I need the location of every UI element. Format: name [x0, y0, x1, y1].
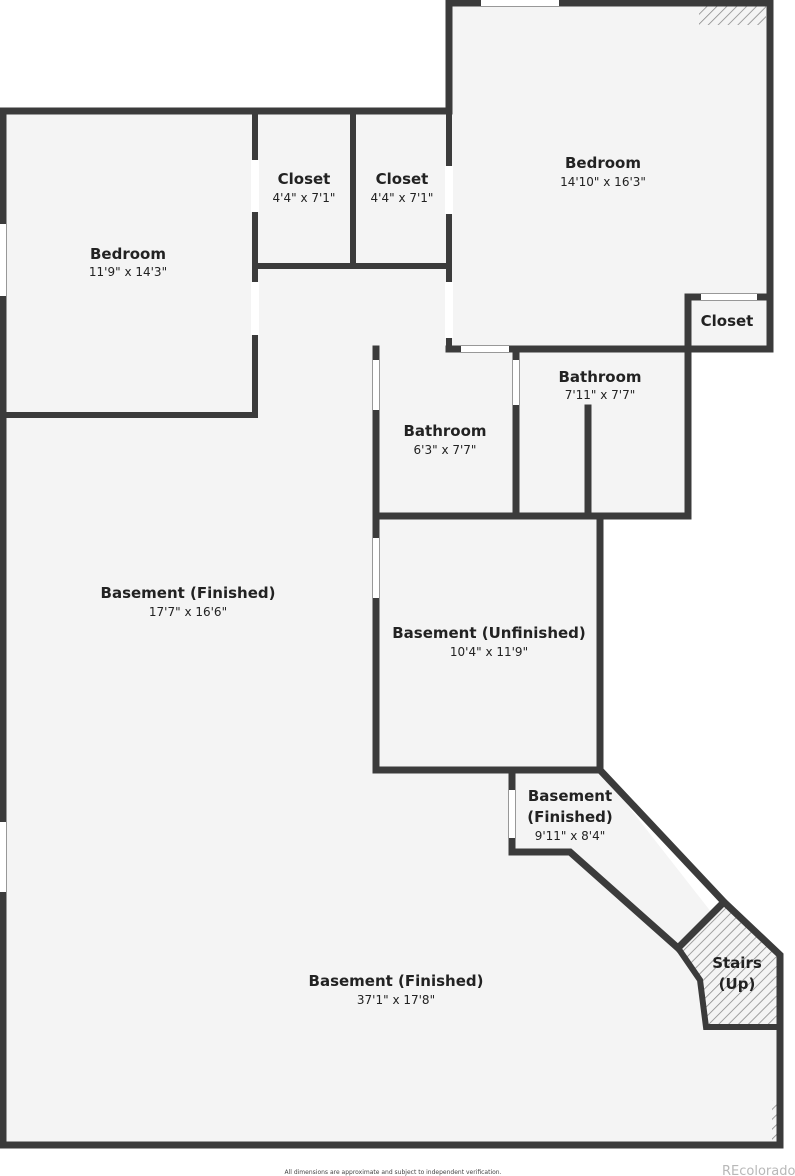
floor-fill: [3, 5, 780, 1145]
dims-basement-finished-lower: 37'1" x 17'8": [357, 993, 435, 1007]
openings: [0, 0, 757, 892]
brand-watermark: REcolorado: [722, 1164, 795, 1176]
opening-bathroom-left-side: [373, 360, 379, 410]
dims-bedroom-left: 11'9" x 14'3": [89, 265, 167, 279]
hatch-small-bottom-right: [772, 1100, 780, 1142]
opening-bathroom-right-side: [513, 360, 519, 405]
dims-bedroom-right: 14'10" x 16'3": [560, 175, 646, 189]
room-labels: Bedroom 11'9" x 14'3" Closet 4'4" x 7'1"…: [89, 154, 762, 1007]
label-bedroom-left: Bedroom: [90, 245, 166, 263]
label-bathroom-right: Bathroom: [558, 368, 641, 386]
floor-main: [3, 5, 780, 1145]
dims-closet-2: 4'4" x 7'1": [371, 191, 434, 205]
label-basement-finished-hall-1: Basement: [528, 787, 612, 805]
label-bathroom-left: Bathroom: [403, 422, 486, 440]
label-closet-1: Closet: [278, 170, 331, 188]
hatch-corner-top-right: [699, 5, 766, 25]
label-bedroom-right: Bedroom: [565, 154, 641, 172]
disclaimer-text: All dimensions are approximate and subje…: [284, 1169, 501, 1176]
label-basement-finished-lower: Basement (Finished): [309, 972, 484, 990]
opening-top-window: [481, 0, 559, 6]
dims-basement-finished-main: 17'7" x 16'6": [149, 605, 227, 619]
opening-bedroom-left-door: [251, 282, 259, 335]
opening-unfinished-side: [373, 538, 379, 598]
wall-outer: [0, 0, 784, 1149]
label-stairs-1: Stairs: [712, 954, 762, 972]
opening-small-closet: [701, 294, 757, 300]
wall-basement-unfinished: [372, 512, 604, 774]
opening-closet1-left: [251, 160, 259, 212]
opening-closet2-right: [445, 166, 453, 214]
label-stairs-2: (Up): [719, 975, 756, 993]
opening-hallway-side: [509, 790, 515, 838]
opening-window-left-bottom: [0, 822, 6, 892]
dims-bathroom-right: 7'11" x 7'7": [565, 388, 636, 402]
dims-basement-finished-hall: 9'11" x 8'4": [535, 829, 606, 843]
wall-stairs: [673, 943, 783, 1030]
label-basement-unfinished: Basement (Unfinished): [392, 624, 586, 642]
label-closet-2: Closet: [376, 170, 429, 188]
dims-closet-1: 4'4" x 7'1": [273, 191, 336, 205]
wall-bedroom-left: [0, 110, 258, 418]
opening-bedroom-right-door: [445, 282, 453, 338]
label-basement-finished-main: Basement (Finished): [101, 584, 276, 602]
opening-bathroom-left-top: [461, 346, 509, 352]
label-basement-finished-hall-2: (Finished): [527, 808, 612, 826]
dims-basement-unfinished: 10'4" x 11'9": [450, 645, 528, 659]
dims-bathroom-left: 6'3" x 7'7": [414, 443, 477, 457]
opening-window-left-top: [0, 224, 6, 296]
label-closet-small: Closet: [701, 312, 754, 330]
